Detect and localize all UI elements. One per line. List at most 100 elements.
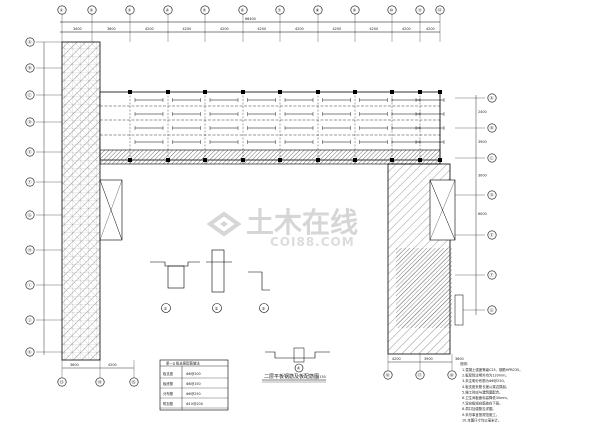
top-span-label: 4200	[295, 27, 304, 31]
bottom-span-label: 3900	[424, 357, 433, 361]
svg-text:Ⓖ: Ⓖ	[490, 307, 494, 313]
svg-text:Ⓙ: Ⓙ	[28, 317, 32, 323]
note-line: 1.混凝土强度等级C25，钢筋HPB235。	[462, 367, 523, 372]
legend-row-label: 板底筋	[163, 381, 174, 386]
bottom-axis-bubble: ⑬	[57, 377, 67, 387]
bottom-span-label: 4200	[108, 363, 117, 367]
top-axis-bubble: ⑫	[435, 5, 445, 15]
svg-text:⑩: ⑩	[390, 8, 394, 13]
right-span-label: 6000	[478, 212, 487, 216]
top-span-label: 4200	[220, 27, 229, 31]
top-span-label: 4200	[402, 27, 411, 31]
svg-text:④: ④	[297, 366, 301, 371]
bottom-axis-bubble: ⑯	[383, 370, 393, 380]
drawing-scale: 1:150	[316, 375, 326, 379]
bottom-span-label: 3600	[70, 363, 79, 367]
right-axis-bubble: Ⓐ	[487, 93, 497, 103]
note-line: 7.双向板短向筋放在下层。	[462, 401, 503, 406]
right-span-label: 3900	[478, 140, 487, 144]
top-dimension-line: 66400	[60, 17, 440, 33]
svg-text:Ⓐ: Ⓐ	[490, 95, 494, 101]
svg-text:⑪: ⑪	[418, 7, 422, 13]
svg-text:Ⓔ: Ⓔ	[28, 149, 32, 155]
svg-text:⑭: ⑭	[98, 379, 102, 385]
right-span-label: 2400	[478, 110, 487, 114]
svg-text:⑤: ⑤	[203, 8, 207, 13]
svg-text:⑰: ⑰	[418, 372, 422, 378]
svg-text:Ⓓ: Ⓓ	[490, 192, 494, 198]
site-watermark: 土木在线 COI88.COM	[206, 206, 358, 249]
svg-text:Ⓘ: Ⓘ	[28, 282, 32, 288]
detail-4-mark	[294, 363, 304, 373]
svg-text:③: ③	[262, 306, 266, 311]
top-axis-bubble: ⑨	[350, 5, 360, 15]
bottom-span-label: 4200	[392, 357, 401, 361]
svg-text:⑦: ⑦	[278, 8, 282, 13]
legend-row-label: 附加筋	[163, 401, 174, 406]
right-axis-bubble: Ⓑ	[487, 123, 497, 133]
left-axis-bubble: Ⓗ	[25, 245, 35, 255]
left-axis-bubble: Ⓖ	[25, 210, 35, 220]
detail-2-mark	[212, 303, 222, 313]
top-axis-bubble: ④	[163, 5, 173, 15]
bottom-axis-bubble: ⑰	[415, 370, 425, 380]
svg-text:Ⓕ: Ⓕ	[28, 179, 32, 185]
top-span-label: 4200	[183, 27, 192, 31]
svg-text:②: ②	[90, 8, 94, 13]
note-line: 6.卫生间板面标高降低30mm。	[462, 395, 510, 400]
right-axis-bubble: Ⓒ	[487, 153, 497, 163]
top-axis-bubble: ③	[125, 5, 135, 15]
note-line: 2.板厚除注明外均为120mm。	[462, 373, 509, 378]
legend-title: 梁—g 板支座配筋做法	[166, 361, 200, 366]
svg-text:⑨: ⑨	[353, 8, 357, 13]
right-axis-bubbles: Ⓐ Ⓑ Ⓒ Ⓓ Ⓔ Ⓕ Ⓖ	[455, 93, 497, 315]
left-axis-bubble: Ⓚ	[25, 347, 35, 357]
right-span-label: 3000	[478, 174, 487, 178]
bottom-span-label: 3600	[455, 357, 464, 361]
right-axis-bubble: Ⓔ	[487, 230, 497, 240]
total-dimension: 66400	[245, 17, 256, 21]
note-line: 10.本图尺寸均以毫米计。	[462, 417, 501, 422]
drawing-title-block: 二层平板钢筋及板配筋图 1:150	[262, 373, 326, 383]
svg-text:Ⓑ: Ⓑ	[490, 125, 494, 131]
drawing-title: 二层平板钢筋及板配筋图	[264, 373, 319, 380]
right-axis-bubble: Ⓓ	[487, 190, 497, 200]
notes-heading: 说明：	[460, 361, 470, 366]
detail-3-mark	[259, 303, 269, 313]
top-span-label: 4200	[333, 27, 342, 31]
top-span-label: 3400	[73, 27, 82, 31]
top-axis-bubble: ①	[57, 5, 67, 15]
svg-text:Ⓐ: Ⓐ	[28, 39, 32, 45]
legend-row-value: Φ8@200	[186, 372, 201, 376]
svg-text:③: ③	[128, 8, 132, 13]
svg-text:Ⓑ: Ⓑ	[28, 65, 32, 71]
right-axis-bubble: Ⓕ	[487, 270, 497, 280]
top-span-label: 4200	[426, 27, 435, 31]
top-axis-bubble: ⑤	[200, 5, 210, 15]
svg-text:⑫: ⑫	[438, 7, 442, 13]
top-wing-slab	[99, 90, 445, 165]
right-axis-bubble: Ⓖ	[487, 305, 497, 315]
left-axis-bubble: Ⓕ	[25, 177, 35, 187]
legend-row-value: Φ8@150	[186, 382, 201, 386]
left-axis-bubble: Ⓘ	[25, 280, 35, 290]
top-span-label: 4200	[258, 27, 267, 31]
legend-row-value: Φ10@200	[186, 402, 203, 406]
top-axis-bubble: ⑪	[415, 5, 425, 15]
top-axis-bubble: ⑥	[238, 5, 248, 15]
watermark-text-cn: 土木在线	[246, 206, 358, 239]
svg-text:Ⓔ: Ⓔ	[490, 232, 494, 238]
top-axis-bubble: ⑦	[275, 5, 285, 15]
svg-text:⑬: ⑬	[60, 379, 64, 385]
left-axis-bubble: Ⓐ	[25, 37, 35, 47]
svg-text:Ⓗ: Ⓗ	[28, 247, 32, 253]
legend-row-value: Φ6@250	[186, 392, 201, 396]
bottom-axis-bubble: ⑱	[447, 370, 457, 380]
svg-text:⑥: ⑥	[241, 8, 245, 13]
right-span-labels: 2400 3900 3000 6000	[478, 110, 487, 216]
top-span-label: 4200	[370, 27, 379, 31]
